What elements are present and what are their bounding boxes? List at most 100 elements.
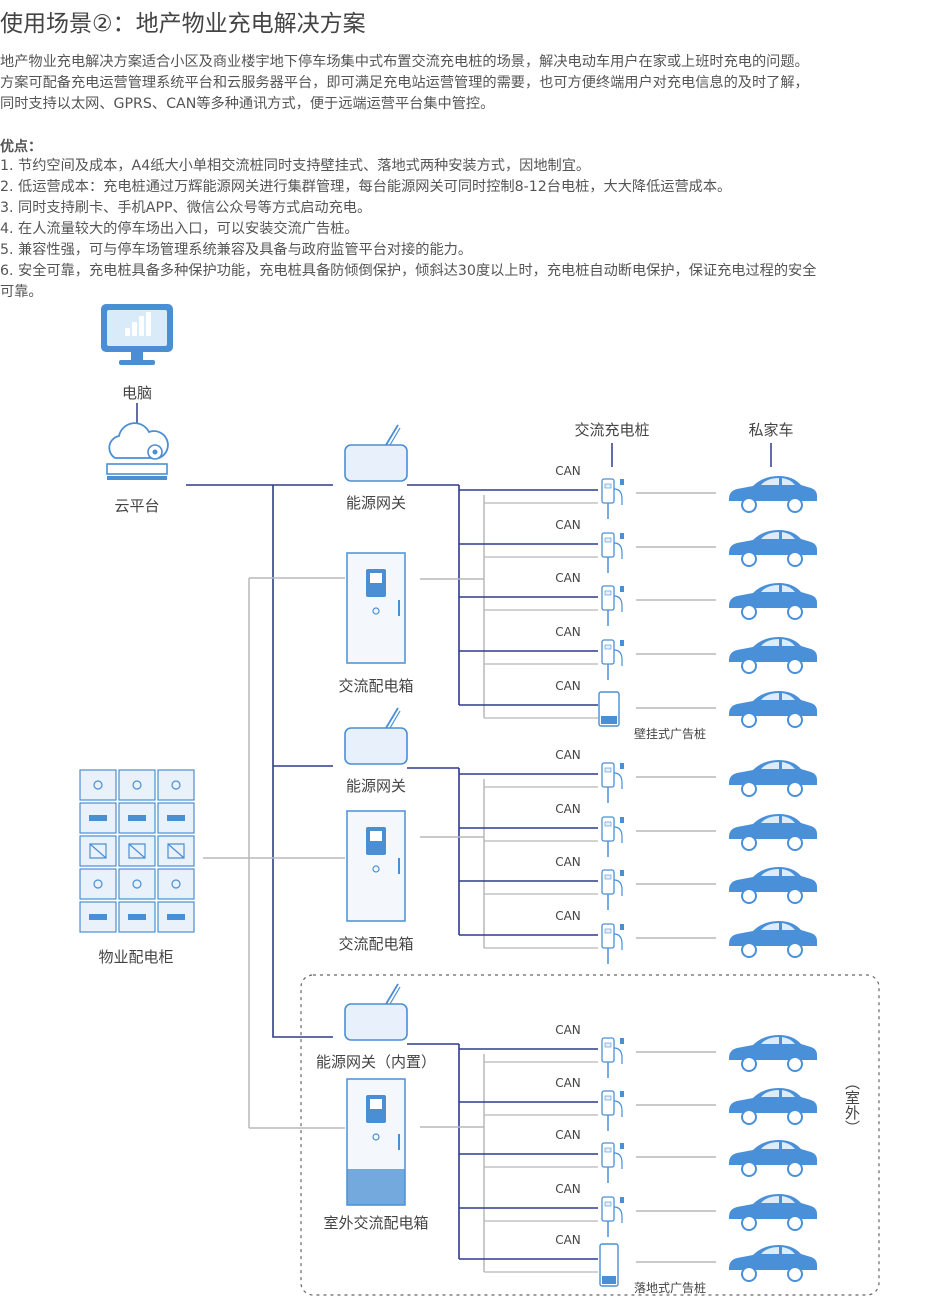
car-column-header: 私家车	[748, 421, 793, 439]
car-icon	[729, 583, 817, 620]
cloud-server-icon	[106, 422, 169, 480]
cabinet-breaker	[167, 914, 185, 920]
box-handle	[398, 858, 400, 874]
distribution-box-icon	[346, 552, 406, 664]
box-base	[347, 1169, 405, 1205]
charger-plug	[620, 533, 624, 539]
advantages-title: 优点：	[0, 139, 42, 155]
ac-charger-icon	[601, 923, 624, 964]
charger-plug	[620, 1143, 624, 1149]
cabinet-meter	[93, 879, 103, 889]
charger-plug	[620, 817, 624, 823]
car-wheel	[787, 658, 803, 674]
bar-chart-bar	[139, 316, 144, 336]
floor-ad-charger-icon	[599, 1243, 619, 1287]
ad-charger-label: 落地式广告桩	[634, 1280, 706, 1295]
distribution-box-label: 交流配电箱	[338, 677, 413, 695]
ac-charger-icon	[601, 532, 624, 573]
gateway-body	[344, 1003, 408, 1041]
car-wheel	[787, 1215, 803, 1231]
car-body	[729, 1035, 817, 1060]
car-wheel	[787, 1266, 803, 1282]
cabinet-label: 物业配电柜	[98, 948, 173, 966]
cabinet-meter	[93, 780, 103, 790]
can-label: CAN	[555, 464, 581, 478]
charger-body	[601, 639, 615, 665]
car-icon	[729, 1035, 817, 1072]
cloud-platform-label: 云平台	[114, 497, 159, 515]
car-icon	[729, 637, 817, 674]
property-cabinet-icon	[79, 769, 195, 933]
charger-body	[601, 816, 615, 842]
ad-panel-base	[602, 1276, 616, 1284]
gear-center	[152, 449, 158, 455]
can-label: CAN	[555, 571, 581, 585]
car-window	[761, 1142, 795, 1149]
charger-screen	[604, 1042, 612, 1048]
car-wheel	[741, 1266, 757, 1282]
intro-line-3: 同时支持以太网、GPRS、CAN等多种通讯方式，便于远端运营平台集中管控。	[0, 96, 495, 112]
ac-charger-icon	[601, 869, 624, 910]
wall-ad-charger-icon	[598, 691, 620, 727]
charger-screen	[604, 483, 612, 489]
charger-screen	[604, 644, 612, 650]
antenna-icon	[385, 707, 399, 729]
car-icon	[729, 1140, 817, 1177]
can-label: CAN	[555, 802, 581, 816]
car-wheel	[741, 712, 757, 728]
car-window	[761, 1247, 795, 1254]
car-wheel	[787, 551, 803, 567]
ac-charger-icon	[601, 1196, 624, 1237]
car-body	[729, 1088, 817, 1113]
gateway-label: 能源网关	[346, 494, 406, 512]
antenna-icon	[385, 424, 399, 446]
outdoor-frame	[300, 974, 880, 1296]
car-window	[761, 478, 795, 485]
ac-charger-icon	[601, 1090, 624, 1131]
car-window	[761, 923, 795, 930]
gateway-body	[344, 444, 408, 482]
charger-plug	[620, 870, 624, 876]
distribution-box-label: 交流配电箱	[338, 935, 413, 953]
can-label: CAN	[555, 1233, 581, 1247]
box-button	[372, 1133, 380, 1141]
car-wheel	[741, 1109, 757, 1125]
energy-gateway-icon	[344, 707, 408, 765]
charger-screen	[604, 928, 612, 934]
car-body	[729, 867, 817, 892]
ac-charger-icon	[601, 762, 624, 803]
can-label: CAN	[555, 855, 581, 869]
server-base	[107, 476, 167, 480]
ad-charger-label: 壁挂式广告桩	[634, 726, 706, 741]
car-wheel	[741, 942, 757, 958]
advantage-item-6: 6. 安全可靠，充电桩具备多种保护功能，充电桩具备防倾倒保护，倾斜达30度以上时…	[0, 263, 817, 279]
can-label: CAN	[555, 1128, 581, 1142]
car-body	[729, 691, 817, 716]
page-title: 使用场景②：地产物业充电解决方案	[0, 11, 366, 37]
charger-body	[601, 1037, 615, 1063]
car-wheel	[741, 497, 757, 513]
car-wheel	[741, 658, 757, 674]
cabinet-switch	[128, 843, 146, 859]
antenna-icon	[389, 710, 401, 729]
charger-cable	[613, 649, 623, 666]
charger-screen	[604, 590, 612, 596]
car-body	[729, 1194, 817, 1219]
car-icon	[729, 530, 817, 567]
can-label: CAN	[555, 625, 581, 639]
distribution-box-icon	[346, 810, 406, 922]
car-wheel	[741, 604, 757, 620]
car-wheel	[787, 604, 803, 620]
cabinet-meter	[171, 879, 181, 889]
intro-line-1: 地产物业充电解决方案适合小区及商业楼宇地下停车场集中式布置交流充电桩的场景，解决…	[0, 54, 809, 70]
computer-neck	[131, 352, 143, 360]
computer-label: 电脑	[122, 384, 152, 402]
car-wheel	[741, 1215, 757, 1231]
cabinet-breaker	[128, 815, 146, 821]
car-wheel	[787, 942, 803, 958]
energy-gateway-icon	[344, 424, 408, 482]
charger-plug	[620, 924, 624, 930]
car-body	[729, 921, 817, 946]
charger-cable	[613, 1152, 623, 1169]
car-body	[729, 814, 817, 839]
